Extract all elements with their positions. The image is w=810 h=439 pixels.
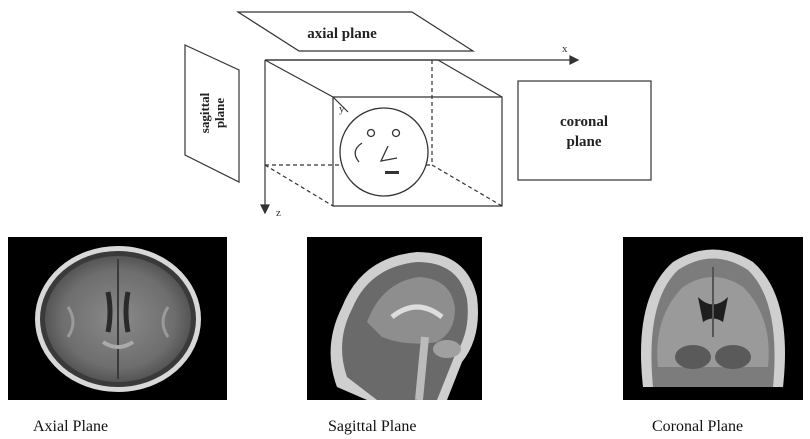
sagittal-plane-caption: Sagittal Plane	[328, 418, 416, 436]
y-axis-label: y	[339, 103, 345, 115]
sagittal-plane-label-line1: sagittal	[197, 92, 212, 133]
axial-plane-caption: Axial Plane	[33, 418, 108, 436]
coronal-plane: coronal plane	[518, 81, 651, 180]
sagittal-plane-label-line2: plane	[212, 98, 227, 129]
anatomical-planes-diagram: axial plane sagittal plane x z y	[0, 0, 810, 235]
sagittal-mri-image	[307, 237, 482, 400]
x-axis-label: x	[562, 43, 568, 55]
sagittal-plane: sagittal plane	[185, 45, 239, 182]
coronal-plane-label-line1: coronal	[560, 114, 608, 130]
axial-plane: axial plane	[238, 12, 473, 51]
coronal-mri-image	[623, 237, 803, 400]
face	[340, 108, 428, 196]
coronal-plane-caption: Coronal Plane	[652, 418, 743, 436]
coronal-plane-label-line2: plane	[566, 134, 601, 150]
axial-plane-label: axial plane	[307, 26, 377, 42]
axial-mri-image	[8, 237, 227, 400]
z-axis-label: z	[276, 207, 281, 219]
